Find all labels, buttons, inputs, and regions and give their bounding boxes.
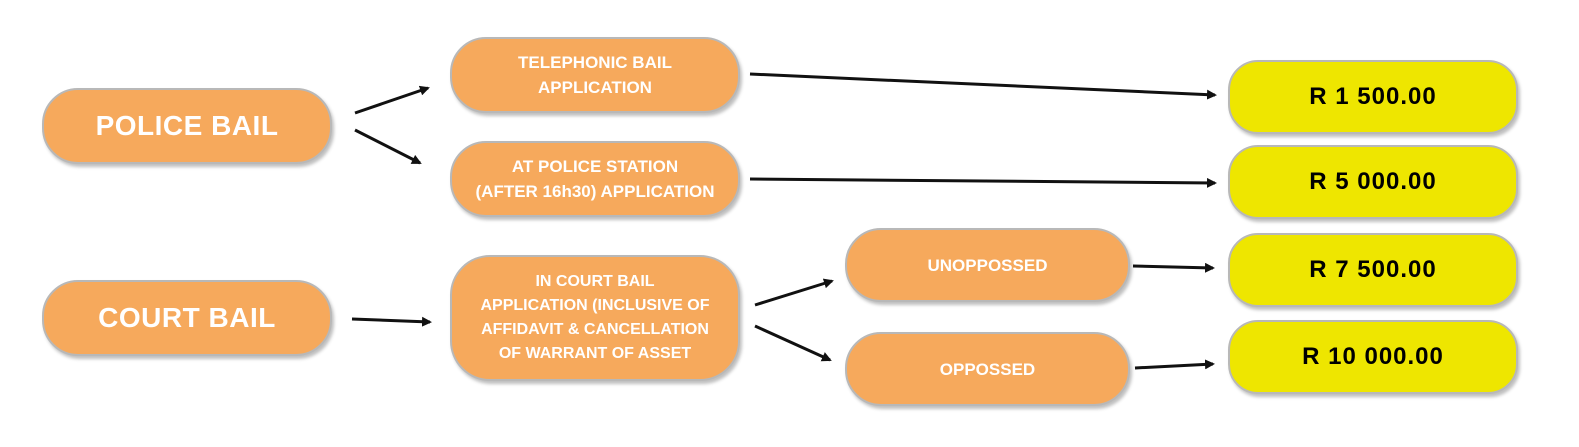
opposed-node: OPPOSSED	[845, 332, 1130, 406]
arrow-police-to-station	[354, 128, 422, 165]
unopposed-label: UNOPPOSSED	[927, 255, 1048, 275]
amount-unopposed-value: R 7 500.00	[1309, 256, 1437, 283]
court-bail-node: COURT BAIL	[42, 280, 332, 356]
arrow-unopposed-to-amount	[1132, 262, 1215, 273]
amount-police-station-value: R 5 000.00	[1309, 168, 1437, 195]
opposed-label: OPPOSSED	[939, 359, 1036, 379]
unopposed-node: UNOPPOSSED	[845, 228, 1130, 302]
in-court-line-3: AFFIDAVIT & CANCELLATION	[481, 321, 709, 338]
police-station-line-1: AT POLICE STATION	[511, 157, 679, 176]
police-station-application-node: AT POLICE STATION (AFTER 16h30) APPLICAT…	[450, 141, 740, 217]
arrow-incourt-to-unopposed	[754, 278, 834, 307]
arrow-court-to-incourt	[351, 316, 432, 327]
in-court-line-2: APPLICATION (INCLUSIVE OF	[480, 297, 710, 314]
arrow-telephonic-to-amount	[749, 72, 1217, 100]
amount-unopposed-node: R 7 500.00	[1228, 233, 1518, 307]
amount-opposed-node: R 10 000.00	[1228, 320, 1518, 394]
amount-opposed-value: R 10 000.00	[1302, 343, 1444, 370]
telephonic-application-text: TELEPHONIC BAIL APPLICATION	[518, 50, 672, 100]
telephonic-line-1: TELEPHONIC BAIL	[518, 53, 672, 72]
arrow-police-to-telephonic	[354, 85, 430, 115]
police-station-line-2: (AFTER 16h30) APPLICATION	[475, 182, 715, 201]
telephonic-application-node: TELEPHONIC BAIL APPLICATION	[450, 37, 740, 113]
in-court-application-node: IN COURT BAIL APPLICATION (INCLUSIVE OF …	[450, 255, 740, 381]
police-bail-label: POLICE BAIL	[95, 110, 279, 141]
amount-telephonic-node: R 1 500.00	[1228, 60, 1518, 134]
amount-telephonic-value: R 1 500.00	[1309, 83, 1437, 110]
court-bail-label: COURT BAIL	[98, 302, 276, 333]
amount-police-station-node: R 5 000.00	[1228, 145, 1518, 219]
arrow-opposed-to-amount	[1134, 359, 1215, 370]
in-court-application-text: IN COURT BAIL APPLICATION (INCLUSIVE OF …	[480, 270, 709, 366]
arrow-station-to-amount	[749, 177, 1217, 188]
in-court-line-1: IN COURT BAIL	[535, 273, 655, 290]
in-court-line-4: OF WARRANT OF ASSET	[498, 345, 692, 362]
telephonic-line-2: APPLICATION	[538, 78, 652, 97]
arrow-incourt-to-opposed	[754, 324, 832, 362]
police-bail-node: POLICE BAIL	[42, 88, 332, 164]
police-station-application-text: AT POLICE STATION (AFTER 16h30) APPLICAT…	[476, 154, 715, 204]
